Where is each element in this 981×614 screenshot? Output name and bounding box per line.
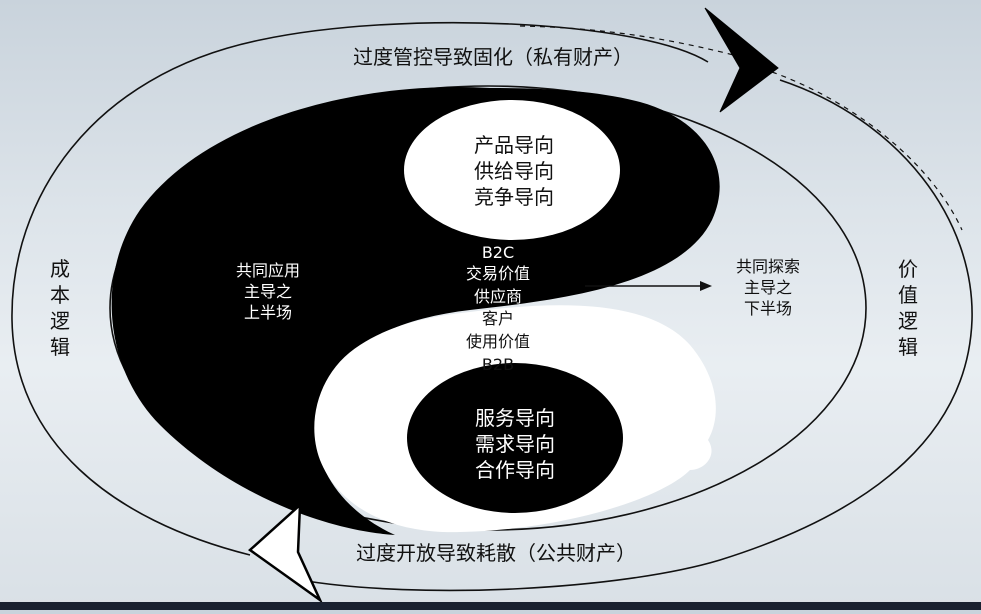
bottom-left-chevron-icon: [248, 502, 324, 604]
center-upper-line: 交易价值: [466, 264, 530, 283]
outer-cycle-dashed-top: [519, 25, 761, 63]
lower-circle-text: 服务导向 需求导向 合作导向: [475, 406, 555, 482]
left-side-label: 成 本 逻 辑: [50, 257, 70, 359]
right-side-char: 辑: [898, 335, 918, 359]
right-outer-text: 共同探索 主导之 下半场: [736, 257, 800, 318]
left-black-text: 共同应用 主导之 上半场: [236, 261, 300, 322]
right-outer-line: 下半场: [744, 299, 792, 318]
right-side-char: 逻: [898, 309, 918, 333]
upper-circle-line: 产品导向: [474, 133, 554, 157]
left-side-char: 逻: [50, 309, 70, 333]
right-outer-line: 共同探索: [736, 257, 800, 276]
upper-circle-line: 竞争导向: [474, 185, 554, 209]
upper-circle-line: 供给导向: [474, 159, 554, 183]
right-outer-line: 主导之: [744, 278, 792, 297]
lower-circle-line: 服务导向: [475, 406, 555, 430]
upper-white-circle: [404, 100, 620, 240]
left-side-char: 成: [50, 257, 70, 281]
top-arc-label: 过度管控导致固化（私有财产）: [353, 45, 633, 69]
outer-cycle-dashed-right: [771, 71, 963, 231]
center-right-arrowhead: [700, 281, 712, 291]
center-lower-line: 使用价值: [466, 332, 530, 351]
right-side-label: 价 值 逻 辑: [898, 257, 918, 359]
center-upper-line: 供应商: [474, 287, 522, 306]
center-upper-line: B2C: [482, 243, 514, 262]
bottom-arc-label: 过度开放导致耗散（公共财产）: [356, 541, 636, 565]
top-right-chevron-icon: [704, 7, 779, 113]
lower-circle-line: 合作导向: [475, 458, 555, 482]
center-lower-line: B2B: [482, 355, 514, 374]
left-black-line: 主导之: [244, 282, 292, 301]
lower-circle-line: 需求导向: [475, 432, 555, 456]
bottom-strip: [0, 602, 981, 610]
left-black-line: 共同应用: [236, 261, 300, 280]
center-upper-text: B2C 交易价值 供应商: [466, 243, 530, 306]
left-side-char: 辑: [50, 335, 70, 359]
lower-black-circle: [407, 363, 623, 513]
center-lower-line: 客户: [482, 309, 514, 328]
left-side-char: 本: [50, 283, 70, 307]
upper-circle-text: 产品导向 供给导向 竞争导向: [474, 133, 554, 209]
left-black-line: 上半场: [244, 303, 292, 322]
outer-cycle-right: [299, 79, 973, 592]
right-side-char: 价: [898, 257, 918, 281]
outer-cycle-solid: [11, 21, 709, 556]
right-side-char: 值: [898, 283, 918, 307]
center-lower-text: 客户 使用价值 B2B: [466, 309, 530, 374]
